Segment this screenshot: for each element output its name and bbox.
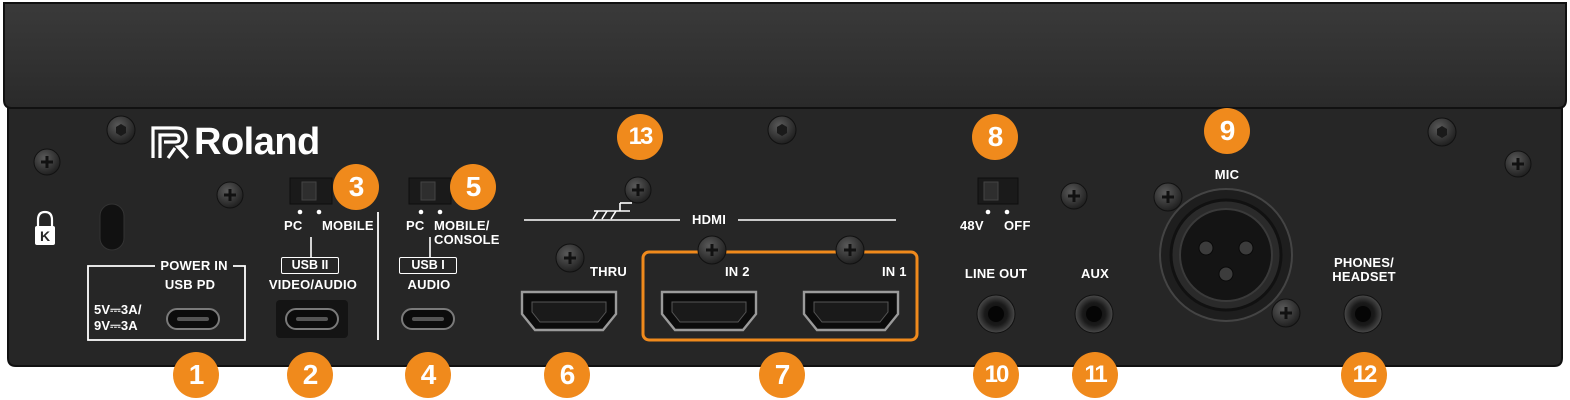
- roland-logo-mark: [151, 126, 190, 160]
- hdmi-in1-port[interactable]: [802, 290, 900, 332]
- aux-label: AUX: [1080, 266, 1110, 281]
- rear-face: [7, 107, 1563, 367]
- mobile-console-label-1: MOBILE/: [434, 218, 490, 233]
- phones-label-2: HEADSET: [1332, 269, 1396, 284]
- callout-12: 12: [1341, 352, 1387, 398]
- usb-ii-mobile-label: MOBILE: [322, 218, 374, 233]
- hdmi-in1-label: IN 1: [882, 264, 907, 279]
- hdmi-in2-port[interactable]: [660, 290, 758, 332]
- callout-7: 7: [759, 352, 805, 398]
- callout-10: 10: [973, 352, 1019, 398]
- security-slot[interactable]: [99, 203, 125, 251]
- usb-i-tag: USB I: [399, 257, 457, 274]
- hdmi-thru-port[interactable]: [520, 290, 618, 332]
- callout-8: 8: [972, 114, 1018, 160]
- lock-symbol: K: [40, 228, 51, 244]
- mic-xlr-input[interactable]: [1159, 188, 1293, 322]
- usb-i-port[interactable]: [401, 308, 455, 330]
- chassis-top: [3, 2, 1567, 109]
- phantom-off-label: OFF: [1004, 218, 1031, 233]
- phantom-power-switch[interactable]: [977, 177, 1019, 205]
- lock-icon: [35, 210, 55, 245]
- callout-4: 4: [405, 352, 451, 398]
- hdmi-label: HDMI: [691, 212, 727, 227]
- callout-5: 5: [450, 164, 496, 210]
- audio-label: AUDIO: [407, 277, 451, 292]
- usb-ii-tag: USB II: [281, 257, 339, 274]
- usb-i-pc-label: PC: [406, 218, 425, 233]
- usb-ii-pc-label: PC: [284, 218, 303, 233]
- usb-ii-mode-switch[interactable]: [289, 177, 333, 205]
- phones-headset-jack[interactable]: [1343, 294, 1383, 334]
- aux-jack[interactable]: [1074, 294, 1114, 334]
- video-audio-label: VIDEO/AUDIO: [268, 277, 358, 292]
- callout-11: 11: [1072, 352, 1118, 398]
- callout-9: 9: [1204, 108, 1250, 154]
- switch-dots: [297, 209, 1010, 215]
- hdmi-in-highlight: [641, 250, 919, 342]
- callout-1: 1: [173, 352, 219, 398]
- hdmi-thru-label: THRU: [590, 264, 627, 279]
- line-out-label: LINE OUT: [964, 266, 1028, 281]
- screws: [106, 115, 1457, 147]
- callout-6: 6: [544, 352, 590, 398]
- brand-logo: Roland: [194, 121, 320, 163]
- hdmi-in2-label: IN 2: [725, 264, 750, 279]
- usb-pd-label: USB PD: [164, 277, 216, 292]
- power-in-label: POWER IN: [160, 258, 228, 273]
- power-in-bracket: [87, 265, 246, 341]
- power-spec-line-2: 9V⎓3A: [94, 318, 138, 333]
- power-spec-line-1: 5V⎓3A/: [94, 302, 142, 317]
- mobile-console-label-2: CONSOLE: [434, 232, 500, 247]
- ground-icon: [592, 202, 632, 220]
- usb-pd-port[interactable]: [166, 308, 220, 330]
- callout-13: 13: [617, 114, 663, 160]
- usb-i-mode-switch[interactable]: [408, 177, 452, 205]
- phones-label-1: PHONES/: [1334, 255, 1394, 270]
- usb-ii-port[interactable]: [276, 300, 348, 338]
- callout-3: 3: [333, 164, 379, 210]
- phantom-48v-label: 48V: [960, 218, 984, 233]
- line-out-jack[interactable]: [976, 294, 1016, 334]
- cross-screws: [33, 148, 1532, 328]
- mic-label: MIC: [1214, 167, 1240, 182]
- callout-2: 2: [287, 352, 333, 398]
